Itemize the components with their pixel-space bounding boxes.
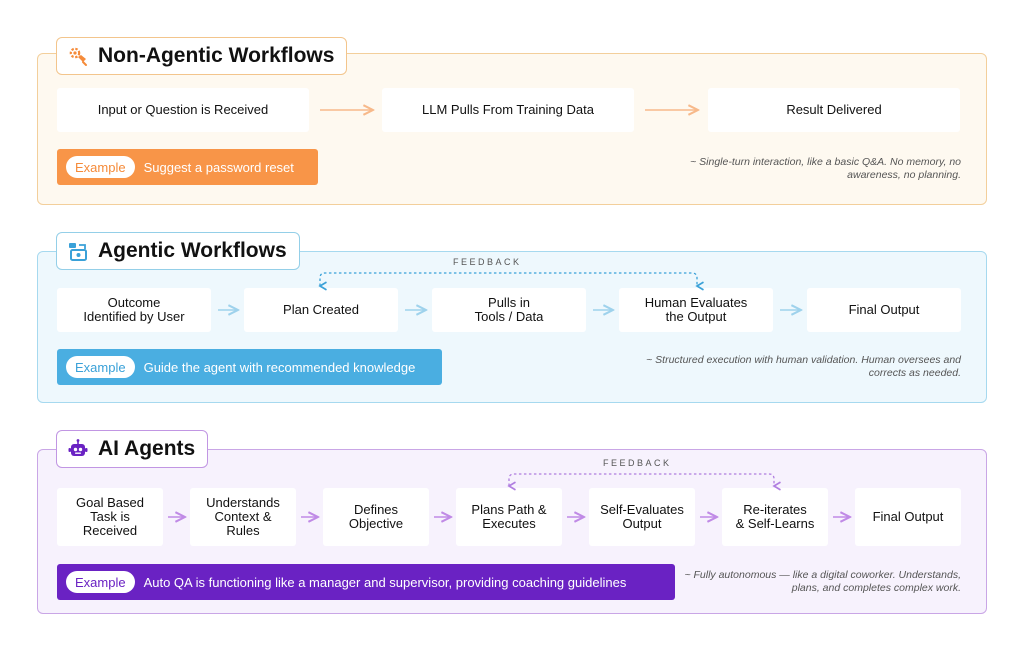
step-box: Pulls in Tools / Data [432, 288, 586, 332]
example-pill: Example [66, 356, 135, 378]
step-box: Defines Objective [323, 488, 429, 546]
step-box: Plans Path & Executes [456, 488, 562, 546]
step-box: Re-iterates & Self-Learns [722, 488, 828, 546]
step-box: Goal Based Task is Received [57, 488, 163, 546]
step-box: Understands Context & Rules [190, 488, 296, 546]
example-text: Auto QA is functioning like a manager an… [143, 574, 627, 590]
step-box: Outcome Identified by User [57, 288, 211, 332]
workflow-icon [67, 240, 89, 262]
section-title-non-agentic: Non-Agentic Workflows [56, 37, 348, 75]
section-title-text: Non-Agentic Workflows [98, 44, 335, 67]
section-title-text: AI Agents [98, 437, 196, 460]
step-box: LLM Pulls From Training Data [382, 88, 634, 132]
example-banner: Example Guide the agent with recommended… [57, 349, 442, 385]
example-pill: Example [66, 571, 135, 593]
robot-icon [67, 438, 89, 460]
example-banner: Example Auto QA is functioning like a ma… [57, 564, 675, 600]
example-banner: Example Suggest a password reset [57, 149, 318, 185]
example-text: Suggest a password reset [143, 159, 294, 175]
step-box: Final Output [855, 488, 961, 546]
feedback-label: FEEDBACK [453, 257, 522, 267]
feedback-loop [507, 473, 781, 491]
gear-hand-icon [67, 45, 89, 67]
section-note: ~ Structured execution with human valida… [646, 354, 961, 379]
step-box: Plan Created [244, 288, 398, 332]
feedback-label: FEEDBACK [603, 458, 672, 468]
step-box: Input or Question is Received [57, 88, 309, 132]
section-title-agentic: Agentic Workflows [56, 232, 300, 270]
example-pill: Example [66, 156, 135, 178]
step-box: Self-Evaluates Output [589, 488, 695, 546]
step-box: Human Evaluates the Output [619, 288, 773, 332]
step-box: Result Delivered [708, 88, 960, 132]
feedback-loop [318, 272, 704, 291]
section-title-ai-agents: AI Agents [56, 430, 209, 468]
step-box: Final Output [807, 288, 961, 332]
section-note: ~ Single-turn interaction, like a basic … [690, 156, 961, 181]
example-text: Guide the agent with recommended knowled… [143, 359, 416, 375]
section-title-text: Agentic Workflows [98, 239, 287, 262]
section-note: ~ Fully autonomous — like a digital cowo… [684, 569, 961, 594]
